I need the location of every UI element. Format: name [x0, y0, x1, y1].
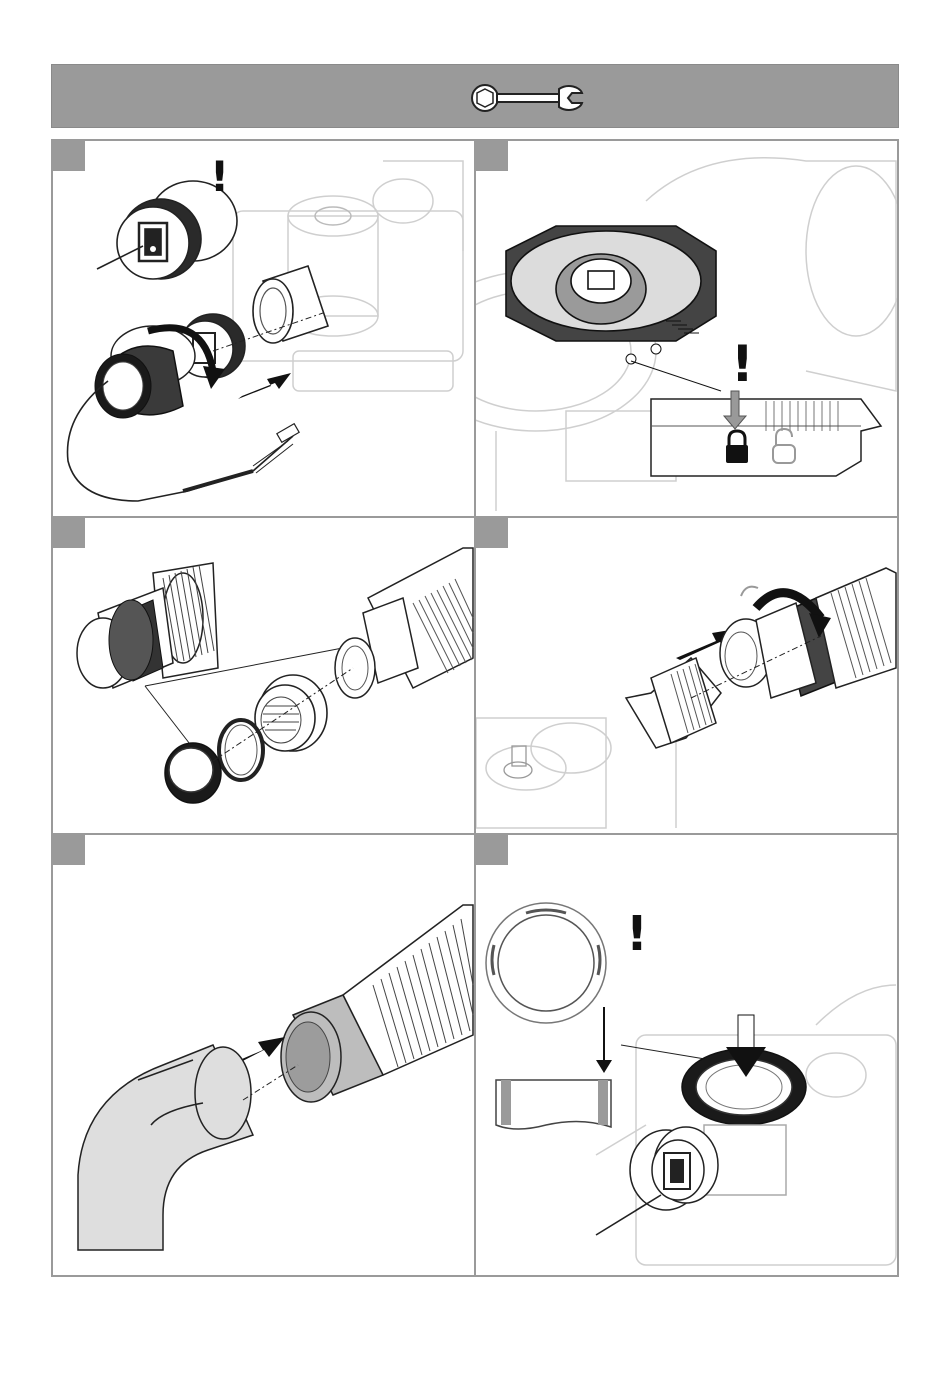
panel-2: ! — [476, 141, 897, 516]
wrench-icon — [468, 81, 588, 115]
svg-text:!: ! — [626, 906, 648, 962]
hose-elbow-illustration — [53, 835, 474, 1275]
grid-divider-row-2 — [53, 833, 897, 835]
panel-4 — [476, 518, 897, 833]
grid-divider-vertical — [474, 141, 476, 1275]
panel-1: ! — [53, 141, 474, 516]
panel-6: ! — [476, 835, 897, 1275]
panel-3 — [53, 518, 474, 833]
panel-grid: ! — [51, 139, 899, 1277]
svg-text:!: ! — [731, 335, 754, 393]
hose-disconnect-illustration — [476, 518, 897, 833]
panel-5 — [53, 835, 474, 1275]
grid-divider-row-1 — [53, 516, 897, 518]
lock-ring-illustration: ! — [476, 141, 897, 516]
svg-text:!: ! — [210, 152, 229, 201]
sensor-cap-illustration: ! — [53, 141, 474, 516]
seal-ring-illustration: ! — [476, 835, 897, 1275]
header-bar — [51, 64, 899, 128]
hose-union-illustration — [53, 518, 474, 833]
